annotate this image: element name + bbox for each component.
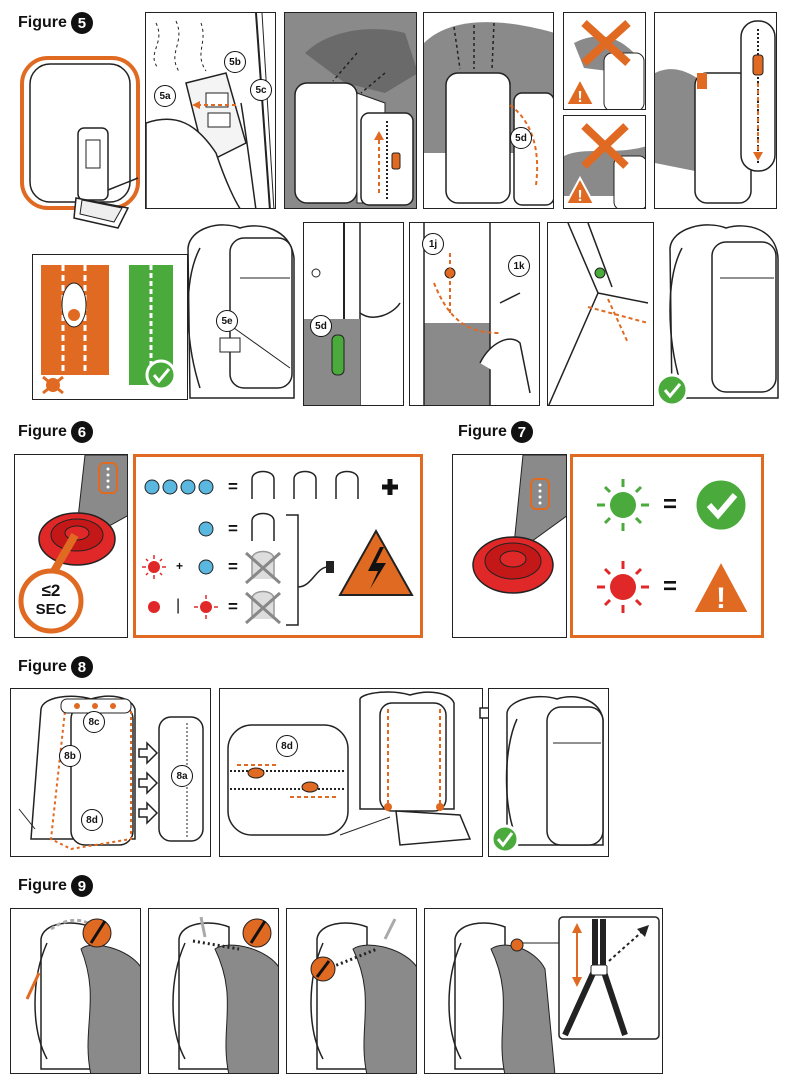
figure-6-title: Figure 6 bbox=[18, 421, 93, 443]
fig5-backpack-done bbox=[655, 218, 784, 408]
callout-8d-detail: 8d bbox=[276, 735, 298, 757]
fig5-panel-1-drawing bbox=[146, 13, 275, 208]
fig5-backpack-side-drawing bbox=[187, 224, 295, 399]
fig5-panel-wrong-tuck: ! bbox=[563, 115, 646, 209]
equals-sign: = bbox=[663, 573, 678, 600]
fig9-panel-4-strap-adjust bbox=[424, 908, 663, 1074]
callout-1j: 1j bbox=[422, 233, 444, 255]
equals-sign: = bbox=[663, 491, 678, 518]
callout-5a: 5a bbox=[154, 85, 176, 107]
figure-5-title: Figure 5 bbox=[18, 12, 93, 34]
fig5-panel-hook-detail-drawing bbox=[548, 223, 649, 405]
equals-sign: = bbox=[228, 519, 238, 538]
fig9-panel-3 bbox=[286, 908, 417, 1074]
fig9-panel-4-drawing bbox=[448, 916, 660, 1073]
fig9-panel-1-drawing bbox=[25, 918, 140, 1073]
fig5-backpack-side: 5e bbox=[180, 218, 302, 406]
callout-8a: 8a bbox=[171, 765, 193, 787]
callout-5c: 5c bbox=[250, 79, 272, 101]
backpack-overview-drawing bbox=[20, 56, 140, 229]
svg-text:!: ! bbox=[577, 188, 582, 205]
callout-5d: 5d bbox=[510, 127, 532, 149]
figure-number: 6 bbox=[70, 421, 93, 443]
equals-sign: = bbox=[228, 597, 238, 616]
figure-word: Figure bbox=[18, 658, 67, 675]
fig5-zipper-drawing bbox=[41, 265, 177, 395]
fig7-legend-drawing: ! bbox=[597, 477, 751, 615]
fig5-panel-wrong-fold: ! bbox=[563, 12, 646, 110]
fig5-zipper-engagement bbox=[32, 254, 188, 400]
figure-word: Figure bbox=[18, 423, 67, 440]
fig5-panel-clip-close: 5d bbox=[303, 222, 404, 406]
fig5-panel-buckle-release: 5b 5c 5a bbox=[145, 12, 276, 209]
fig5-panel-2-drawing bbox=[285, 13, 416, 208]
fig5-panel-4a-drawing: ! bbox=[564, 20, 645, 109]
figure-number: 5 bbox=[70, 12, 93, 34]
figure-8-title: Figure 8 bbox=[18, 656, 93, 678]
press-limit: ≤2 bbox=[41, 581, 61, 600]
fig5-panel-zip-down bbox=[654, 12, 777, 209]
svg-text:!: ! bbox=[716, 582, 726, 615]
fig7-handle-led bbox=[452, 454, 567, 638]
figure-word: Figure bbox=[18, 877, 67, 894]
fig7-handle-drawing bbox=[472, 455, 566, 594]
fig7-led-result-legend: ! = = bbox=[570, 454, 764, 638]
fig9-panel-3-drawing bbox=[310, 918, 416, 1073]
figure-word: Figure bbox=[18, 14, 67, 31]
figure-number: 8 bbox=[70, 656, 93, 678]
fig9-panel-1 bbox=[10, 908, 141, 1074]
equals-sign: = bbox=[228, 477, 238, 496]
callout-8b: 8b bbox=[59, 745, 81, 767]
fig8-panel-2-drawing bbox=[227, 691, 472, 846]
fig5-panel-hook-detail bbox=[547, 222, 654, 406]
svg-text:!: ! bbox=[577, 89, 582, 106]
fig5-panel-4b-drawing: ! bbox=[564, 123, 645, 208]
callout-8d: 8d bbox=[81, 809, 103, 831]
fig6-legend-drawing bbox=[142, 470, 414, 626]
fig8-panel-remove-cover: 8c 8b 8d 8a bbox=[10, 688, 211, 857]
fig5-backpack-done-drawing bbox=[655, 224, 779, 407]
callout-1k: 1k bbox=[508, 255, 530, 277]
fig9-panel-2-drawing bbox=[172, 916, 278, 1073]
fig9-panel-2 bbox=[148, 908, 279, 1074]
figure-number: 7 bbox=[510, 421, 533, 443]
fig5-panel-hooks: 1j 1k bbox=[409, 222, 540, 406]
fig6-handle-button: ≤2 SEC bbox=[14, 454, 128, 638]
callout-5d-second: 5d bbox=[310, 315, 332, 337]
fig8-panel-unzip-base: 8d bbox=[219, 688, 483, 857]
fig5-panel-clip-drawing bbox=[304, 223, 401, 405]
callout-5b: 5b bbox=[224, 51, 246, 73]
callout-5e: 5e bbox=[216, 310, 238, 332]
press-unit: SEC bbox=[35, 601, 67, 618]
fig5-panel-zip-pocket: 5d bbox=[423, 12, 554, 209]
fig8-panel-done bbox=[488, 688, 609, 857]
fig8-panel-3-drawing bbox=[490, 695, 604, 854]
callout-8c: 8c bbox=[83, 711, 105, 733]
figure-number: 9 bbox=[70, 875, 93, 897]
separator: | bbox=[176, 597, 181, 614]
plus-sign: + bbox=[176, 559, 184, 573]
fig5-panel-close-flap bbox=[284, 12, 417, 209]
backpack-overview bbox=[18, 50, 143, 240]
fig6-handle-drawing bbox=[18, 455, 127, 634]
figure-word: Figure bbox=[458, 423, 507, 440]
fig5-panel-5-drawing bbox=[655, 20, 776, 204]
equals-sign: = bbox=[228, 557, 238, 576]
fig5-panel-3-drawing bbox=[424, 22, 553, 206]
figure-7-title: Figure 7 bbox=[458, 421, 533, 443]
figure-9-title: Figure 9 bbox=[18, 875, 93, 897]
fig6-led-status-legend: = = = = + | bbox=[133, 454, 423, 638]
